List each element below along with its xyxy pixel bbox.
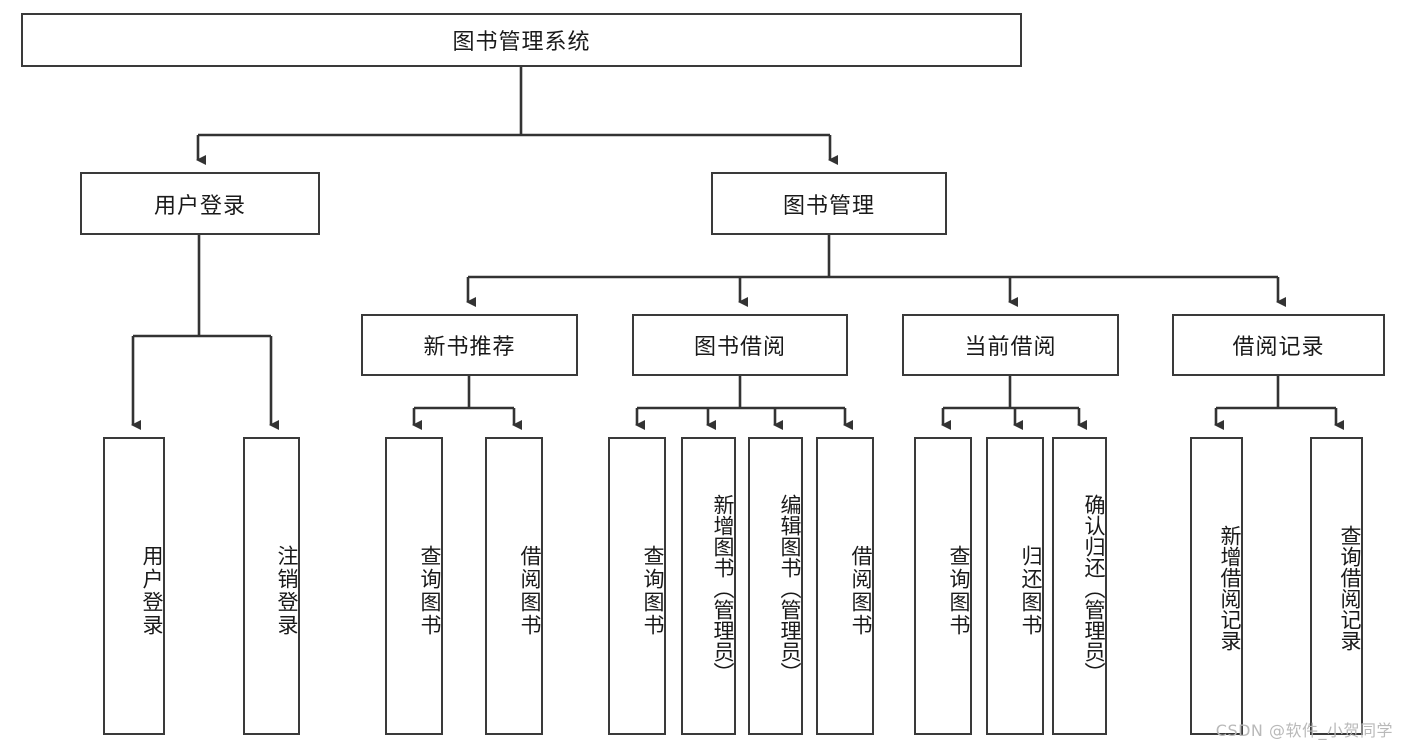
connectors-new-book	[412, 376, 522, 430]
node-current-borrow[interactable]: 当前借阅	[902, 314, 1119, 376]
connectors-book-mgmt	[466, 235, 1286, 307]
leaf-query-borrow-record-label: 查询借阅记录	[1338, 525, 1362, 651]
leaf-query-book-current[interactable]: 查询图书	[914, 437, 972, 735]
leaf-query-book-borrow[interactable]: 查询图书	[608, 437, 666, 735]
node-root-system[interactable]: 图书管理系统	[21, 13, 1022, 67]
connectors-borrow-book	[635, 376, 853, 430]
connectors-user-login	[131, 235, 279, 430]
leaf-borrow-book-recommend[interactable]: 借阅图书	[485, 437, 543, 735]
leaf-borrow-book[interactable]: 借阅图书	[816, 437, 874, 735]
connectors-borrow-record	[1214, 376, 1344, 430]
node-book-management[interactable]: 图书管理	[711, 172, 947, 235]
leaf-borrow-book-recommend-label: 借阅图书	[518, 545, 542, 637]
leaf-user-login[interactable]: 用户登录	[103, 437, 165, 735]
node-borrow-record-label: 借阅记录	[1232, 335, 1325, 360]
leaf-add-borrow-record-label: 新增借阅记录	[1218, 525, 1242, 651]
node-book-management-label: 图书管理	[782, 193, 875, 219]
connectors-root	[196, 67, 838, 165]
leaf-confirm-return-admin-label: 确认归还（管理员）	[1082, 493, 1106, 683]
leaf-add-book-admin[interactable]: 新增图书（管理员）	[681, 437, 736, 735]
node-book-borrow[interactable]: 图书借阅	[632, 314, 848, 376]
leaf-edit-book-admin-label: 编辑图书（管理员）	[778, 493, 802, 683]
leaf-logout-login[interactable]: 注销登录	[243, 437, 300, 735]
leaf-query-book-recommend-label: 查询图书	[418, 545, 442, 637]
leaf-return-book[interactable]: 归还图书	[986, 437, 1044, 735]
node-borrow-record[interactable]: 借阅记录	[1172, 314, 1385, 376]
leaf-query-book-recommend[interactable]: 查询图书	[385, 437, 443, 735]
leaf-query-borrow-record[interactable]: 查询借阅记录	[1310, 437, 1363, 735]
node-new-book-recommend[interactable]: 新书推荐	[361, 314, 578, 376]
leaf-add-borrow-record[interactable]: 新增借阅记录	[1190, 437, 1243, 735]
leaf-confirm-return-admin[interactable]: 确认归还（管理员）	[1052, 437, 1107, 735]
csdn-watermark: CSDN @软件_小贺同学	[1215, 721, 1393, 740]
node-root-label: 图书管理系统	[452, 30, 591, 55]
leaf-edit-book-admin[interactable]: 编辑图书（管理员）	[748, 437, 803, 735]
node-new-book-recommend-label: 新书推荐	[423, 335, 516, 360]
leaf-add-book-admin-label: 新增图书（管理员）	[711, 493, 735, 683]
node-book-borrow-label: 图书借阅	[693, 335, 786, 360]
leaf-return-book-label: 归还图书	[1019, 545, 1043, 637]
leaf-query-book-current-label: 查询图书	[947, 545, 971, 637]
node-user-login-label: 用户登录	[153, 193, 246, 219]
leaf-logout-login-label: 注销登录	[275, 545, 299, 637]
node-current-borrow-label: 当前借阅	[964, 335, 1057, 360]
connectors-current-borrow	[941, 376, 1087, 430]
leaf-user-login-label: 用户登录	[140, 545, 164, 637]
leaf-query-book-borrow-label: 查询图书	[641, 545, 665, 637]
node-user-login[interactable]: 用户登录	[80, 172, 320, 235]
leaf-borrow-book-label: 借阅图书	[849, 545, 873, 637]
